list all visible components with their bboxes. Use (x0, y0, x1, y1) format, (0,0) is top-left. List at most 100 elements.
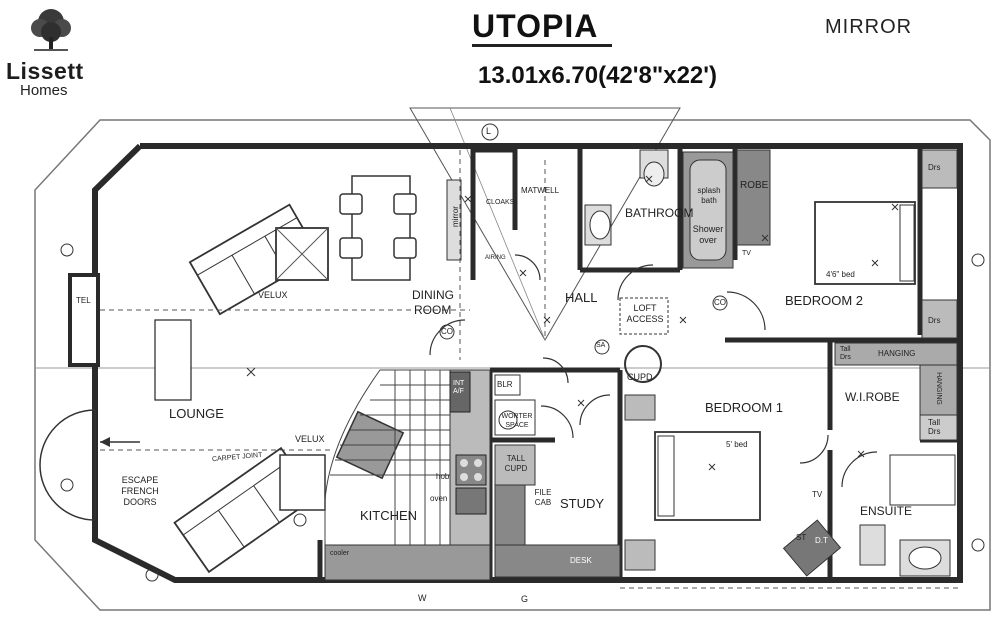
escape-text-1: ESCAPE (121, 475, 159, 485)
room-label-ensuite: ENSUITE (860, 504, 913, 518)
logo-tree-icon (26, 4, 76, 56)
tv-label: TV (742, 250, 751, 257)
l-label: L (486, 126, 492, 136)
co-label: CO (441, 327, 453, 336)
kitchen-unit (324, 544, 491, 581)
light-symbol (971, 538, 985, 552)
boiler (494, 374, 521, 396)
co-label: CO (714, 298, 726, 307)
drs-label: Drs (928, 163, 941, 172)
dimensions-label: 13.01x6.70(42'8"x22') (478, 62, 717, 89)
int-af-unit (449, 371, 471, 413)
file-cab (494, 484, 526, 546)
kitchen-floor (324, 369, 451, 576)
mirror-label: mirror (450, 206, 460, 227)
oven (455, 487, 487, 515)
room-label-hall: HALL (565, 290, 598, 305)
hanging-rail (919, 364, 958, 416)
door-swing (514, 254, 541, 281)
tall-drs-label: Tall Drs (928, 418, 940, 436)
bedside (624, 539, 656, 571)
hanging-label: HANGING (934, 372, 942, 405)
co-symbol (439, 324, 455, 340)
loft-text-1: LOFT (633, 303, 657, 313)
blr-label: BLR (497, 380, 513, 389)
tall-text: TALL (506, 454, 526, 463)
drs-label: Drs (928, 316, 941, 325)
cooler-label: cooler (330, 550, 350, 557)
light-symbol (971, 253, 985, 267)
worter-text: WORTER (501, 413, 533, 420)
sideboard (446, 179, 462, 261)
room-label-dining: DINING (412, 288, 454, 302)
drs-text: Drs (840, 354, 851, 361)
tall-text: Tall (840, 346, 851, 353)
dining-chair (393, 237, 417, 259)
bath-text: bath (701, 196, 717, 205)
brand-name: Lissett (6, 58, 84, 84)
file-text: FILE (534, 488, 552, 497)
dining-chair (339, 237, 363, 259)
sa-label: SA (596, 342, 606, 349)
robe-label: ROBE (740, 180, 769, 191)
room-label-bathroom: BATHROOM (625, 206, 694, 220)
room-label-bedroom2: BEDROOM 2 (785, 293, 864, 308)
escape-text-3: DOORS (123, 497, 157, 507)
file-cab-label: FILE CAB (528, 488, 558, 508)
tel-label: TEL (76, 296, 91, 305)
brand-subtitle: Homes (20, 82, 68, 99)
matwell-label: MATWELL (521, 186, 560, 195)
l-symbol (481, 123, 499, 141)
hob-label: hob (436, 472, 450, 481)
w-label: W (418, 593, 427, 603)
variant-label: MIRROR (825, 16, 913, 38)
tall-text: Tall (928, 418, 941, 427)
desk (494, 544, 621, 578)
shower-text: Shower (692, 224, 724, 234)
over-text: over (699, 235, 717, 245)
door-swing (542, 357, 569, 384)
loft-text-2: ACCESS (626, 314, 664, 324)
cab-text: CAB (534, 498, 552, 507)
st-label: ST (796, 533, 807, 542)
room-label-kitchen: KITCHEN (360, 508, 418, 523)
chassis-outline (34, 119, 991, 611)
drawers (921, 299, 958, 339)
coffee-table (154, 319, 192, 401)
room-label-lounge: LOUNGE (169, 406, 224, 421)
room-label-bedroom1: BEDROOM 1 (705, 400, 784, 415)
plan-title: UTOPIA (472, 8, 599, 44)
french-door (39, 409, 96, 466)
dining-chair (339, 193, 363, 215)
room-label-study: STUDY (560, 496, 605, 511)
tel-unit (68, 273, 100, 367)
drs-text: Drs (928, 427, 941, 436)
hanging-rail (834, 342, 958, 366)
oven-label: oven (430, 494, 448, 503)
hob (455, 454, 487, 486)
hanging-label: HANGING (878, 349, 916, 358)
bed-2 (814, 201, 916, 285)
room-label-dining-room: ROOM (414, 303, 452, 317)
airing-label: AIRING (485, 255, 506, 261)
sa-symbol (594, 339, 610, 355)
room-label-wirobe: W.I.ROBE (845, 390, 900, 404)
worter-space (494, 399, 536, 436)
cloaks-label: CLOAKS (486, 199, 515, 206)
armchair (279, 454, 326, 511)
roof-triangle (409, 107, 681, 341)
int-text: INT (453, 380, 465, 387)
worter-label: WORTER SPACE (500, 412, 534, 430)
light-symbol (145, 568, 159, 582)
bath-label: splash bath (693, 186, 725, 206)
dt-label: D.T (815, 536, 828, 545)
dt-unit (782, 519, 842, 577)
exterior-wall (140, 143, 963, 583)
light-symbol (60, 478, 74, 492)
dining-chair (393, 193, 417, 215)
bed1-label: 5' bed (726, 440, 748, 449)
door-swing (579, 394, 611, 426)
tall-cupd-label: TALL CUPD (500, 454, 532, 474)
shower-label: Shower over (688, 224, 728, 246)
